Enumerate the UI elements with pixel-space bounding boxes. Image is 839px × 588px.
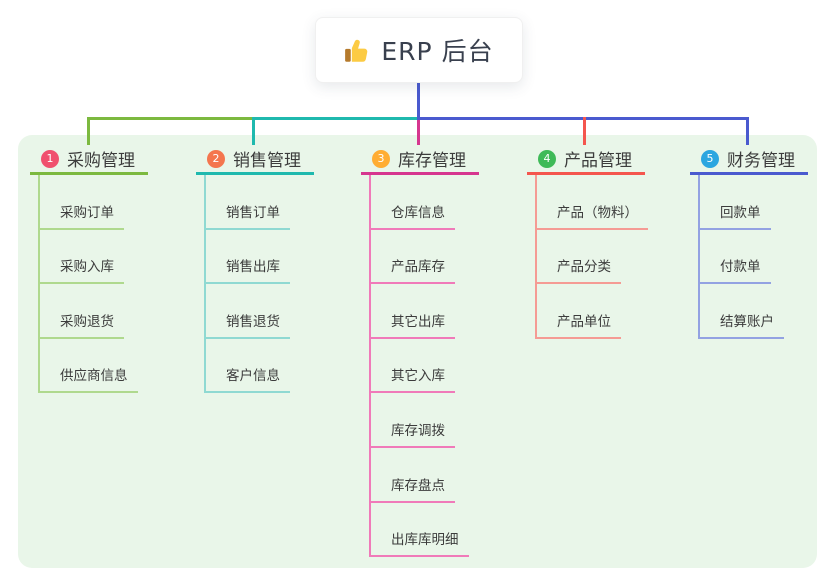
branch-purchase: 1 采购管理 采购订单 采购入库 采购退货 供应商信息 (30, 145, 148, 394)
connector-drop-sales (252, 117, 255, 145)
list-item: 销售出库 (206, 230, 314, 285)
branch-title-label: 财务管理 (727, 151, 795, 171)
list-item: 产品（物料） (537, 175, 648, 230)
node-payment-bill[interactable]: 付款单 (700, 255, 771, 285)
branch-title-inventory[interactable]: 3 库存管理 (361, 145, 479, 175)
branch-title-product[interactable]: 4 产品管理 (527, 145, 645, 175)
branch-children-finance: 回款单 付款单 结算账户 (698, 175, 808, 339)
branch-children-purchase: 采购订单 采购入库 采购退货 供应商信息 (38, 175, 148, 394)
branch-finance: 5 财务管理 回款单 付款单 结算账户 (690, 145, 808, 339)
node-purchase-return[interactable]: 采购退货 (40, 310, 124, 339)
branch-title-label: 产品管理 (564, 151, 632, 171)
branch-children-product: 产品（物料） 产品分类 产品单位 (535, 175, 648, 339)
branch-badge-2: 2 (207, 149, 225, 168)
list-item: 产品分类 (537, 230, 645, 285)
branch-badge-3: 3 (372, 149, 390, 168)
branch-title-label: 库存管理 (398, 151, 466, 171)
branch-title-purchase[interactable]: 1 采购管理 (30, 145, 148, 175)
list-item: 库存盘点 (371, 448, 479, 503)
list-item: 客户信息 (206, 339, 314, 394)
node-customer-info[interactable]: 客户信息 (206, 364, 290, 394)
branch-badge-5: 5 (701, 149, 719, 168)
node-product-category[interactable]: 产品分类 (537, 255, 621, 285)
list-item: 回款单 (700, 175, 808, 230)
list-item: 付款单 (700, 230, 808, 285)
branch-title-label: 销售管理 (233, 151, 301, 171)
node-product-stock[interactable]: 产品库存 (371, 255, 455, 285)
node-sales-order[interactable]: 销售订单 (206, 201, 290, 230)
list-item: 采购退货 (40, 284, 148, 339)
node-other-outbound[interactable]: 其它出库 (371, 310, 455, 339)
branch-product: 4 产品管理 产品（物料） 产品分类 产品单位 (527, 145, 648, 339)
list-item: 库存调拨 (371, 393, 479, 448)
node-product-material[interactable]: 产品（物料） (537, 201, 648, 230)
connector-drop-inventory (417, 120, 420, 145)
list-item: 采购订单 (40, 175, 148, 230)
list-item: 供应商信息 (40, 339, 148, 394)
connector-bus-purchase (87, 117, 254, 120)
branch-children-inventory: 仓库信息 产品库存 其它出库 其它入库 库存调拨 库存盘点 出库库明细 (369, 175, 479, 558)
list-item: 结算账户 (700, 284, 808, 339)
connector-drop-product (583, 117, 586, 145)
list-item: 采购入库 (40, 230, 148, 285)
node-purchase-inbound[interactable]: 采购入库 (40, 255, 124, 285)
list-item: 仓库信息 (371, 175, 479, 230)
list-item: 销售订单 (206, 175, 314, 230)
branch-badge-1: 1 (41, 149, 59, 168)
node-product-unit[interactable]: 产品单位 (537, 310, 621, 339)
branches-panel (18, 135, 817, 568)
node-stock-transfer[interactable]: 库存调拨 (371, 419, 455, 448)
node-warehouse-info[interactable]: 仓库信息 (371, 201, 455, 230)
connector-drop-purchase (87, 117, 90, 145)
branch-badge-4: 4 (538, 149, 556, 168)
node-other-inbound[interactable]: 其它入库 (371, 364, 455, 394)
connector-bus-sales (254, 117, 418, 120)
node-sales-outbound[interactable]: 销售出库 (206, 255, 290, 285)
node-outbound-detail[interactable]: 出库库明细 (371, 528, 469, 558)
list-item: 出库库明细 (371, 503, 479, 558)
list-item: 产品库存 (371, 230, 479, 285)
connector-stem (417, 83, 420, 120)
thumbs-up-icon (345, 39, 368, 62)
root-node-label: ERP 后台 (381, 37, 494, 66)
node-purchase-order[interactable]: 采购订单 (40, 201, 124, 230)
node-stock-taking[interactable]: 库存盘点 (371, 474, 455, 503)
branch-sales: 2 销售管理 销售订单 销售出库 销售退货 客户信息 (196, 145, 314, 394)
branch-title-label: 采购管理 (67, 151, 135, 171)
node-supplier-info[interactable]: 供应商信息 (40, 364, 138, 394)
connector-drop-finance (746, 117, 749, 145)
list-item: 产品单位 (537, 284, 645, 339)
list-item: 其它入库 (371, 339, 479, 394)
node-receipt-bill[interactable]: 回款单 (700, 201, 771, 230)
branch-children-sales: 销售订单 销售出库 销售退货 客户信息 (204, 175, 314, 394)
list-item: 其它出库 (371, 284, 479, 339)
node-sales-return[interactable]: 销售退货 (206, 310, 290, 339)
branch-title-finance[interactable]: 5 财务管理 (690, 145, 808, 175)
root-node-erp-backend[interactable]: ERP 后台 (315, 17, 523, 83)
branch-inventory: 3 库存管理 仓库信息 产品库存 其它出库 其它入库 库存调拨 库存盘点 出库库… (361, 145, 479, 558)
node-settlement-account[interactable]: 结算账户 (700, 310, 784, 339)
list-item: 销售退货 (206, 284, 314, 339)
branch-title-sales[interactable]: 2 销售管理 (196, 145, 314, 175)
